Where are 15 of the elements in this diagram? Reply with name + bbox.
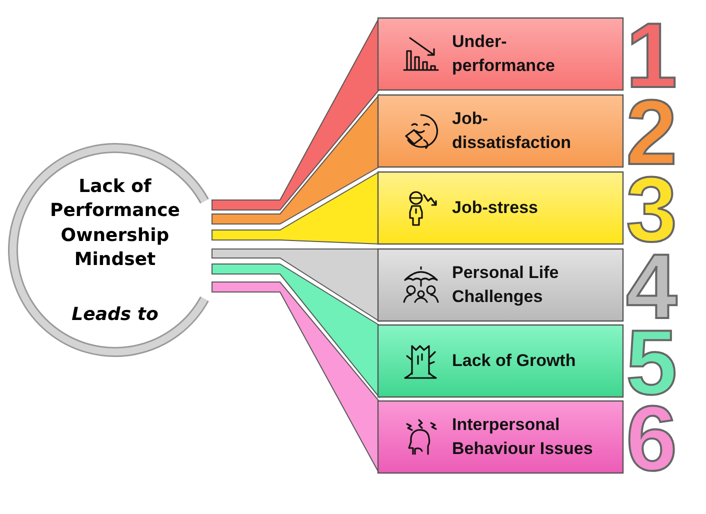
band-label: Under-performance	[452, 31, 556, 77]
connector-ribbon	[212, 171, 380, 245]
connector-ribbon	[212, 94, 380, 224]
connector-ribbon	[212, 248, 380, 322]
connector-ribbon	[212, 18, 380, 210]
band-label: Lack of Growth	[452, 350, 577, 372]
connector-ribbon	[212, 264, 380, 398]
band-label: Personal Life Challenges	[452, 262, 560, 308]
band-label: Interpersonal Behaviour Issues	[452, 414, 594, 460]
band-label: Job-dissatisfaction	[452, 108, 572, 154]
heading-text: Lack of Performance Ownership Mindset	[49, 175, 181, 272]
band-label: Job-stress	[452, 197, 539, 220]
subheading-text: Leads to	[70, 303, 160, 327]
step-number: 3	[626, 164, 678, 256]
connector-ribbon	[212, 282, 380, 474]
